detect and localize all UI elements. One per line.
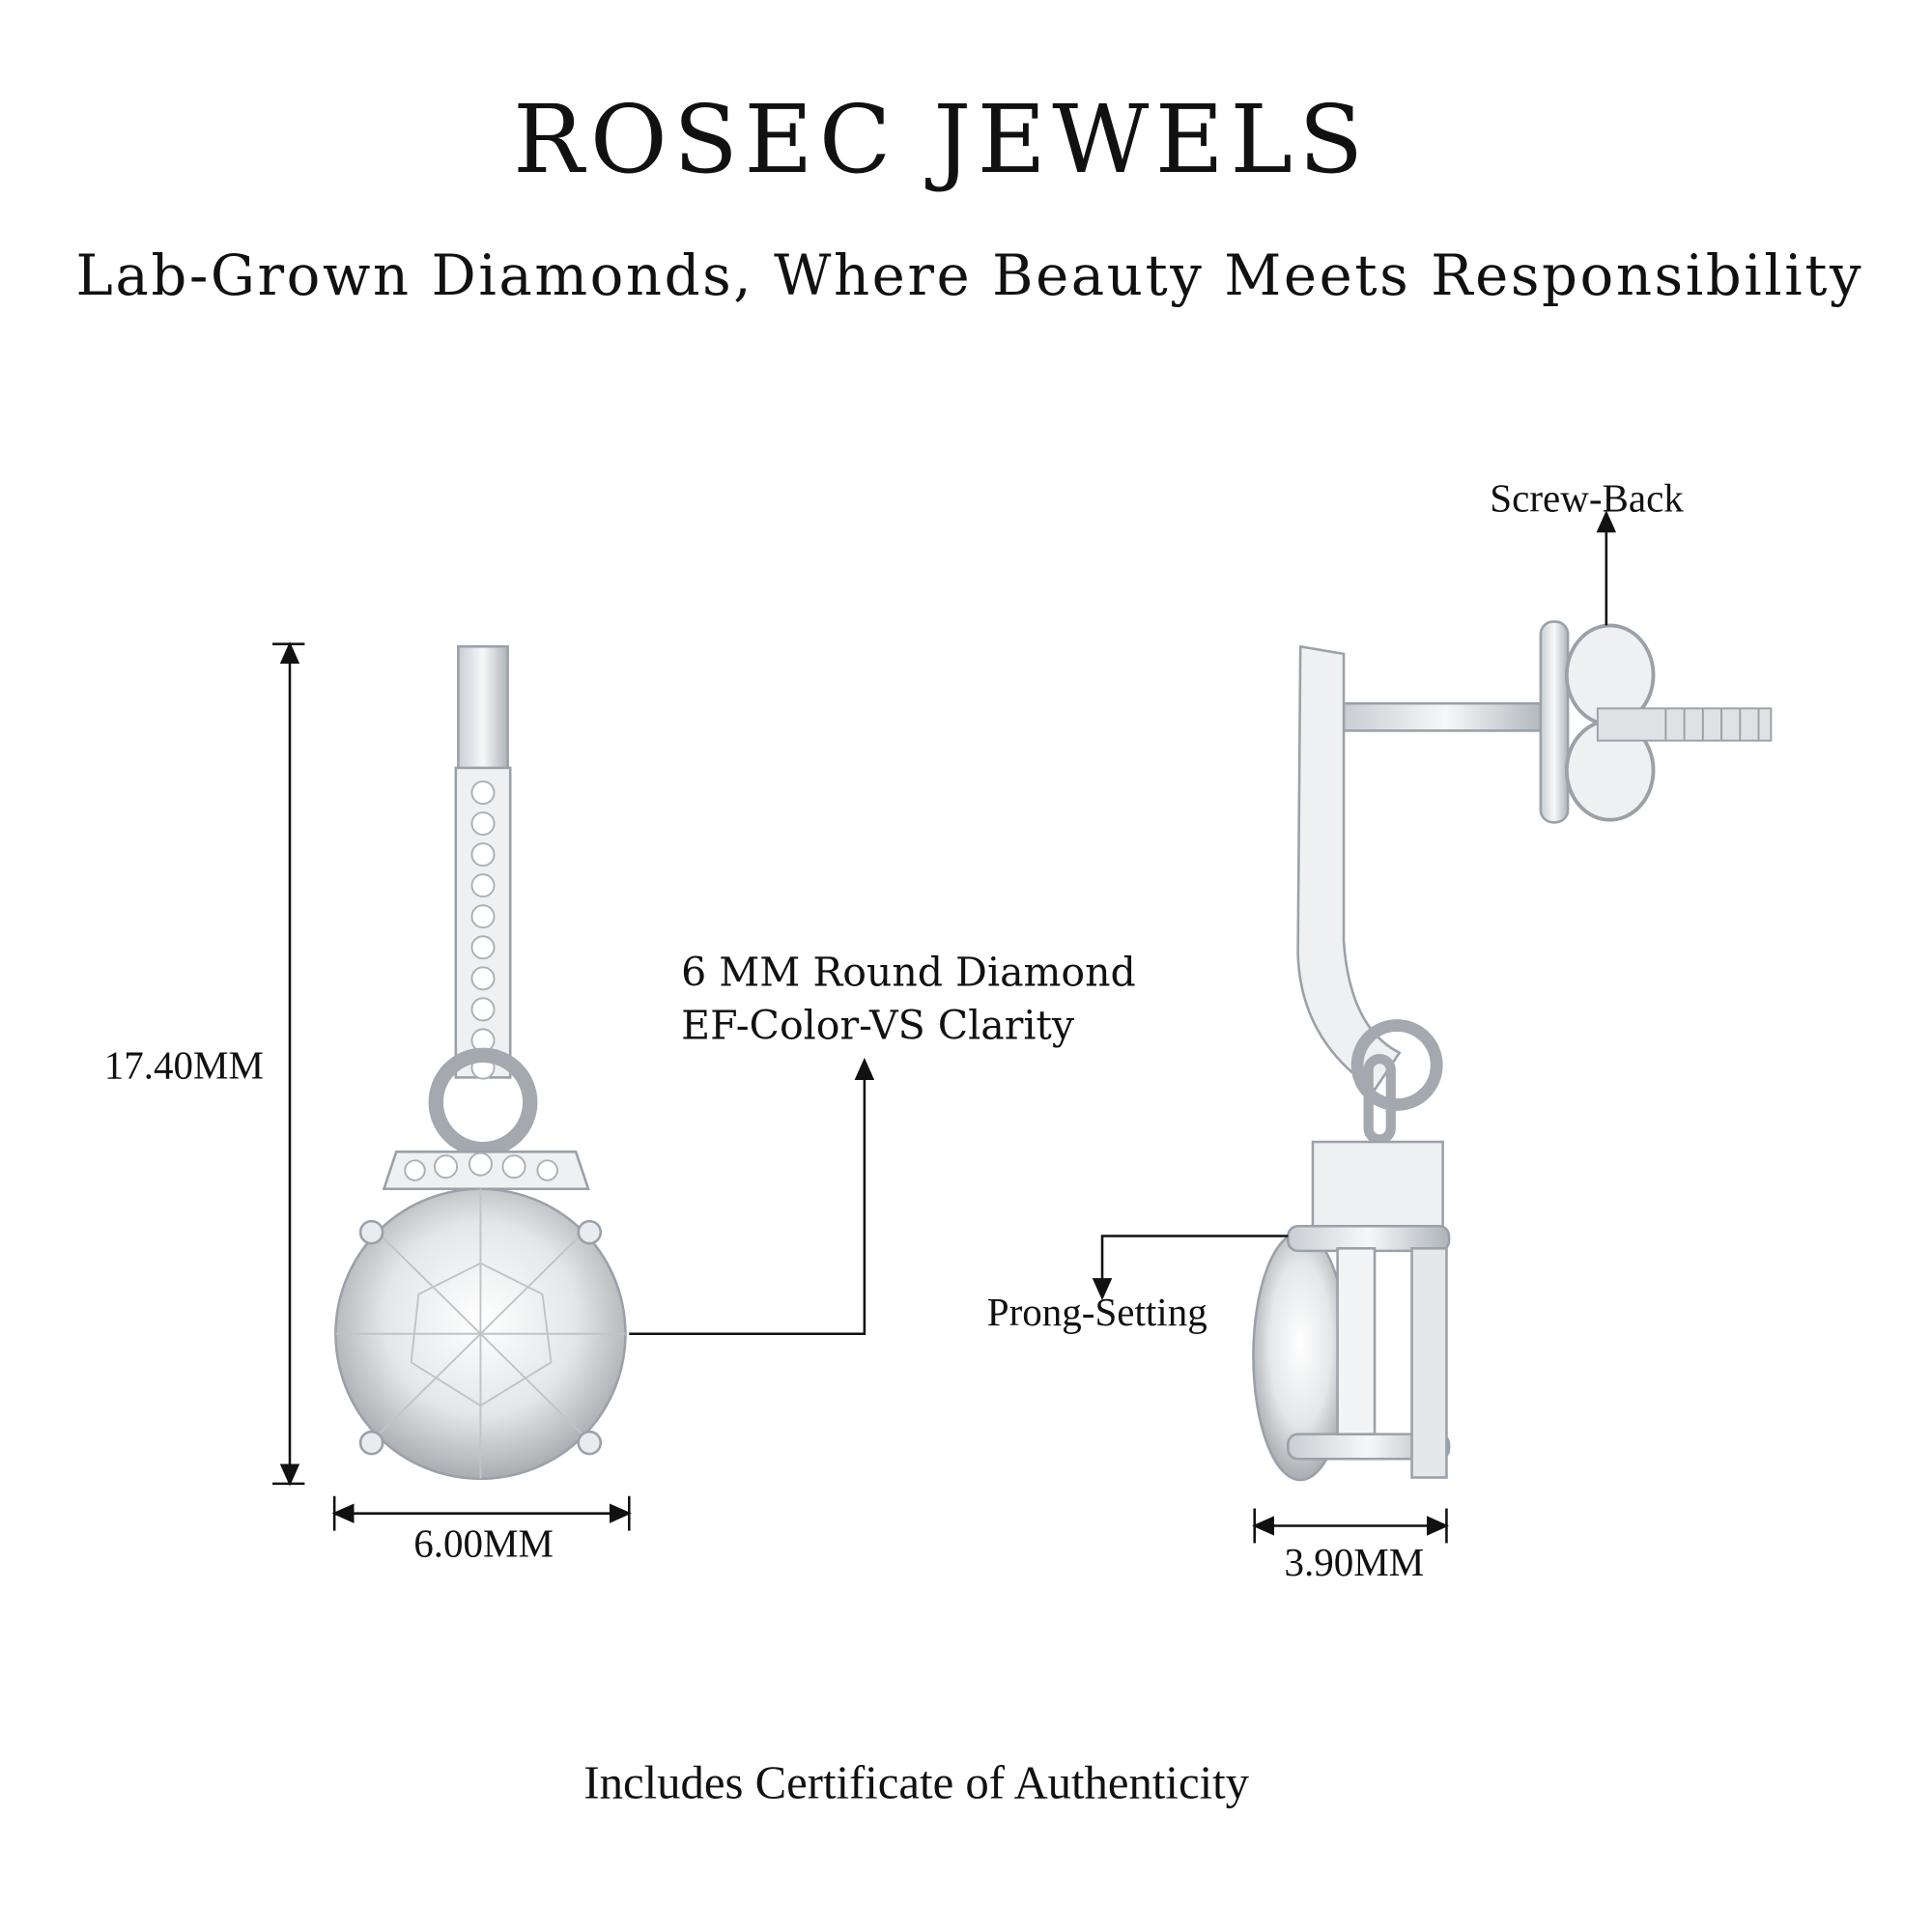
screw-back-disk <box>1539 620 1570 824</box>
stone-callout-size: 6 MM Round Diamond <box>681 949 1136 996</box>
side-earring <box>1252 620 1773 1482</box>
prong-setting-label: Prong-Setting <box>986 1289 1208 1334</box>
screw-back-label: Screw-Back <box>1490 475 1684 521</box>
width-dimension-label: 6.00MM <box>413 1520 554 1566</box>
stone-callout-grade: EF-Color-VS Clarity <box>681 1002 1075 1049</box>
tagline: Lab-Grown Diamonds, Where Beauty Meets R… <box>75 242 1864 309</box>
front-earring <box>334 644 627 1481</box>
certificate-note: Includes Certificate of Authenticity <box>583 1757 1250 1810</box>
side-dimension-lines <box>1092 510 1617 1544</box>
height-dimension-label: 17.40MM <box>103 1042 264 1088</box>
brand-title: ROSEC JEWELS <box>513 84 1370 195</box>
front-dimension-lines <box>272 641 875 1531</box>
depth-dimension-label: 3.90MM <box>1284 1539 1425 1584</box>
